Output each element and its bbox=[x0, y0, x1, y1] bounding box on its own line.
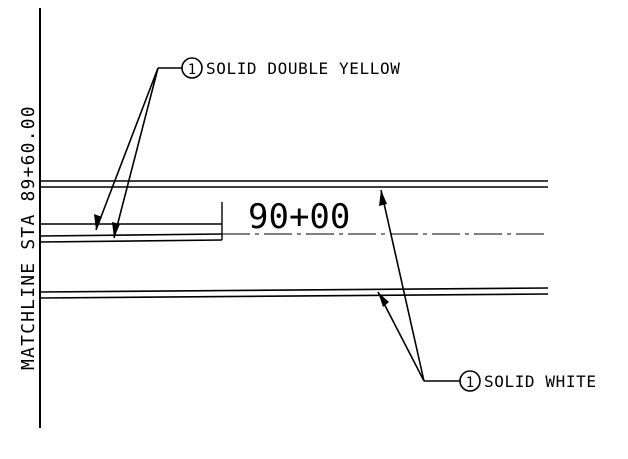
arrowhead-icon bbox=[379, 190, 387, 206]
matchline-label: MATCHLINE STA 89+60.00 bbox=[18, 105, 39, 370]
callout-text: SOLID DOUBLE YELLOW bbox=[206, 59, 400, 78]
callout-number-circle bbox=[459, 370, 481, 392]
station-label: 90+00 bbox=[248, 197, 350, 237]
callout-text: SOLID WHITE bbox=[484, 372, 597, 391]
arrowhead-icon bbox=[94, 214, 102, 230]
callout-solid-white: 1 SOLID WHITE bbox=[377, 189, 597, 392]
callout-number: 1 bbox=[188, 62, 196, 78]
arrowhead-icon bbox=[378, 292, 389, 307]
bottom-edge-line-white bbox=[39, 287, 549, 299]
callout-double-yellow: 1 SOLID DOUBLE YELLOW bbox=[94, 57, 400, 239]
top-edge-line-white bbox=[40, 180, 548, 188]
callout-number-circle bbox=[181, 57, 203, 79]
arrowhead-icon bbox=[112, 222, 120, 238]
centerline-double-yellow bbox=[39, 223, 223, 243]
callout-number: 1 bbox=[466, 375, 474, 391]
